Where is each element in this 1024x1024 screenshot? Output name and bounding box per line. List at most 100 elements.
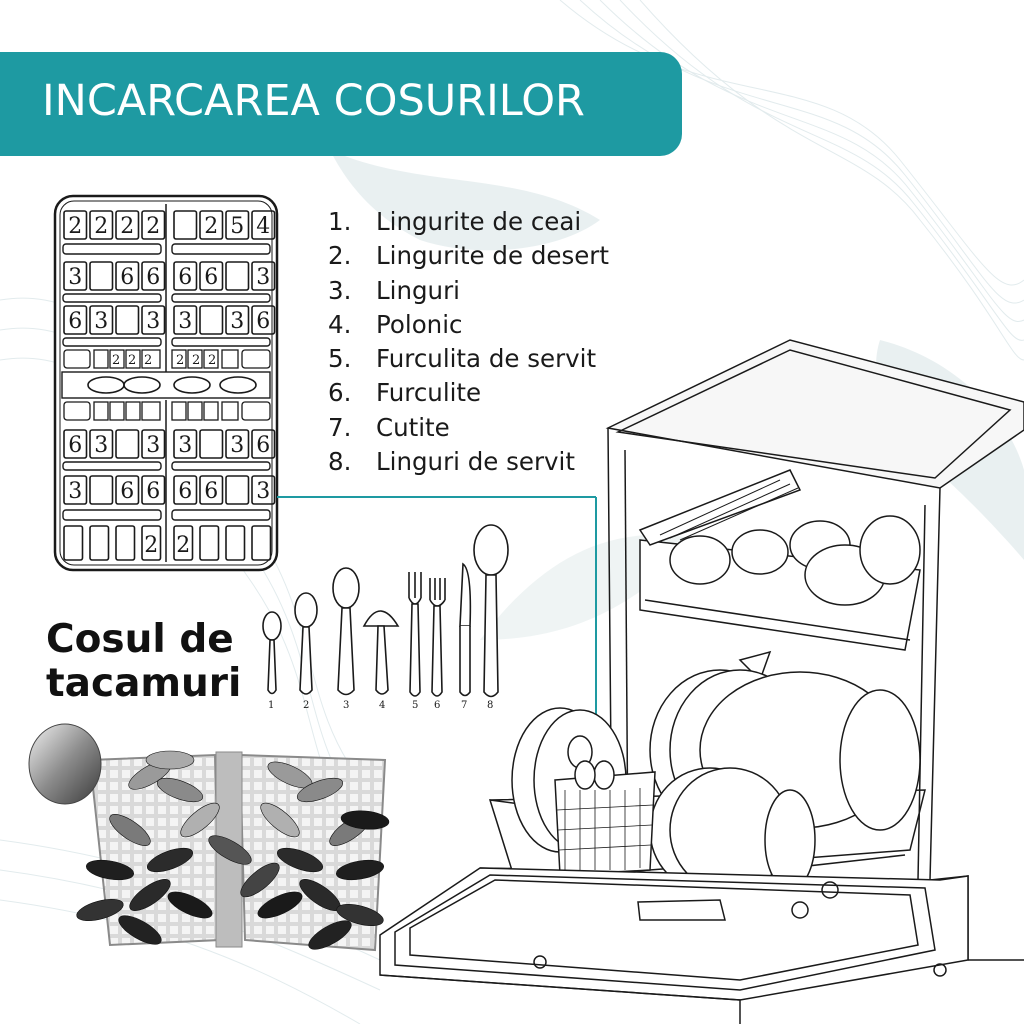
layout-cell-label: 3 [230,309,244,334]
svg-text:2: 2 [208,353,216,368]
layout-cell [199,210,224,240]
layout-cell-label: 3 [256,265,270,290]
basket-utensil [86,859,134,881]
basket-title-line2: tacamuri [46,661,242,706]
divider-bar [171,461,271,471]
divider-bar [62,509,162,521]
layout-cell [89,261,114,291]
basket-utensil [296,777,344,803]
layout-cell-label: 2 [176,533,190,558]
layout-cell [199,305,224,335]
basket-utensil [276,847,324,873]
layout-cell [173,525,194,561]
layout-cell [199,261,224,291]
basket-utensil [208,835,252,865]
layout-cell [173,429,198,459]
layout-cell [141,475,166,505]
layout-cell [225,525,246,561]
layout-cell-label: 3 [146,309,160,334]
layout-cell-label: 6 [178,265,192,290]
legend-item: 6.Furculite [328,378,482,408]
legend-item: 1.Lingurite de ceai [328,207,582,236]
layout-cell [173,475,198,505]
handle-band [61,371,271,399]
layout-cell [115,525,136,561]
ladle-bowl-icon [28,723,102,805]
layout-cell [225,475,250,505]
svg-text:2: 2 [192,353,200,368]
layout-cell-label: 5 [230,214,244,239]
layout-cell [63,475,88,505]
layout-cell-label: 3 [230,433,244,458]
layout-cell [115,429,140,459]
layout-cell [251,305,276,335]
divider-bar [171,243,271,255]
legend-item: 2.Lingurite de desert [328,241,609,271]
utensil-number: 6 [434,700,440,711]
layout-cell-label: 6 [256,309,270,334]
layout-cell [141,525,162,561]
basket-utensil [308,920,352,950]
utensil-number: 1 [268,700,274,711]
utensil-number: 4 [379,700,385,711]
divider-bar [171,337,271,347]
layout-cell [251,475,276,505]
divider-bar [62,293,162,303]
divider-bar [62,337,162,347]
layout-cell [115,305,140,335]
utensil-number: 5 [412,700,418,711]
layout-cell-label: 3 [256,479,270,504]
svg-text:2: 2 [144,353,152,368]
layout-cell-label: 3 [178,309,192,334]
basket-utensil [129,879,171,911]
layout-cell [63,429,88,459]
layout-cell [63,305,88,335]
svg-text:2: 2 [112,353,120,368]
legend-item: 8.Linguri de servit [328,447,575,477]
layout-cell-label: 2 [120,214,134,239]
ladle-icon [362,610,400,627]
layout-cell [141,429,166,459]
basket-utensil [109,814,151,846]
layout-cell [199,475,224,505]
serving-fork-icon [408,572,422,605]
layout-cell [89,475,114,505]
layout-cell [63,525,84,561]
layout-cell-label: 3 [68,265,82,290]
layout-cell-label: 6 [178,479,192,504]
layout-cell [225,261,250,291]
basket-utensil [145,750,195,770]
layout-cell-label: 6 [204,479,218,504]
basket-utensil [336,859,384,881]
utensil-number: 3 [343,700,349,711]
layout-cell [89,210,114,240]
svg-text:2: 2 [176,353,184,368]
utensil-number: 2 [303,700,309,711]
layout-cell-label: 6 [256,433,270,458]
layout-cell [225,429,250,459]
layout-cell [141,210,166,240]
utensil-legend: 1.Lingurite de ceai 2.Lingurite de deser… [328,205,609,479]
divider-bar [62,461,162,471]
layout-cell [225,305,250,335]
layout-cell-label: 3 [146,433,160,458]
layout-cell-label: 2 [144,533,158,558]
divider-bar [171,293,271,303]
layout-cell [89,429,114,459]
layout-cell [63,261,88,291]
layout-cell [251,210,276,240]
layout-cell-label: 6 [68,433,82,458]
layout-cell [63,210,88,240]
layout-cell [115,261,140,291]
basket-title: Cosul de tacamuri [46,618,241,706]
layout-cell [173,261,198,291]
basket-utensil [240,862,280,898]
legend-item: 7.Cutite [328,412,450,442]
fork-icon [429,578,446,607]
layout-cell-label: 6 [68,309,82,334]
basket-title-line1: Cosul de [46,617,234,662]
layout-cell-label: 3 [94,309,108,334]
